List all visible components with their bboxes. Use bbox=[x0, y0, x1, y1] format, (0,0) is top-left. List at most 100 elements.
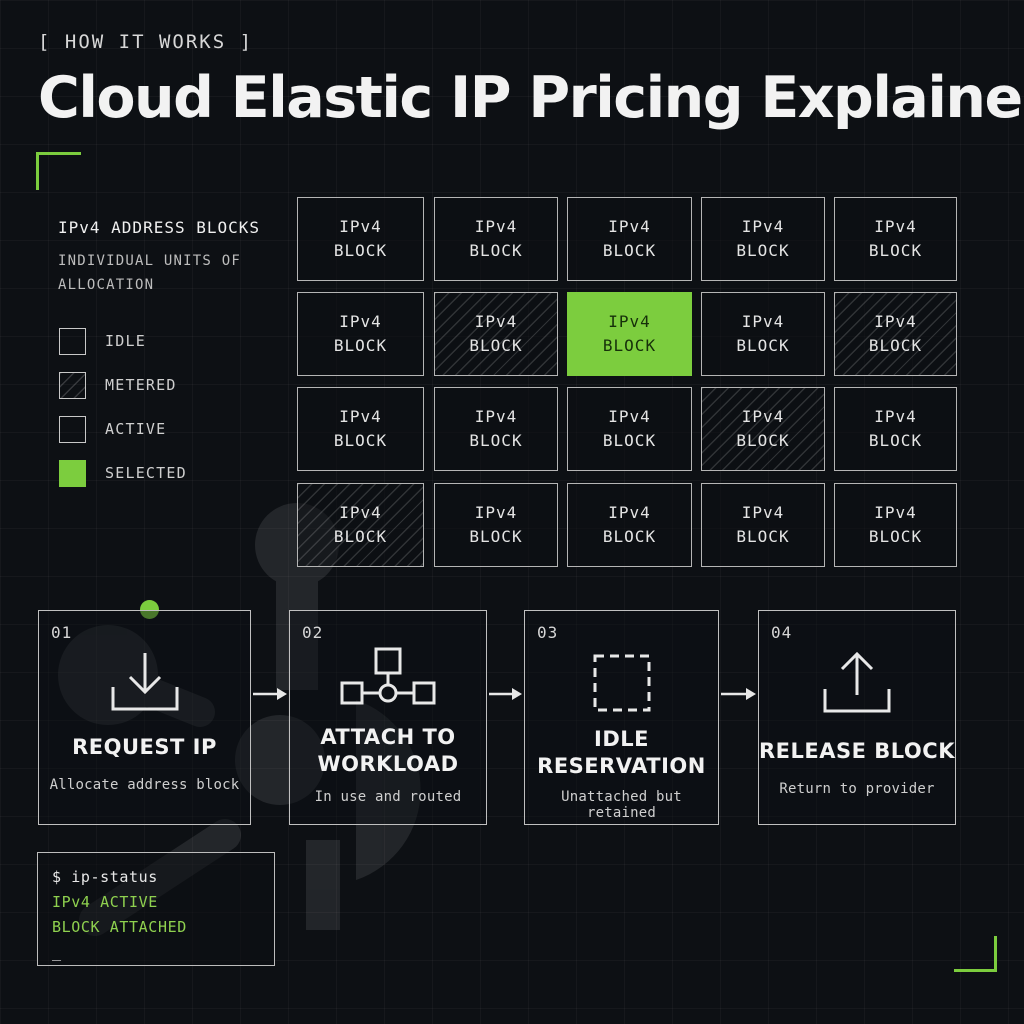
ip-block-label-bottom: BLOCK bbox=[736, 527, 790, 546]
ip-block-label-bottom: BLOCK bbox=[736, 431, 790, 450]
ip-block-label-top: IPv4 bbox=[608, 407, 651, 426]
ip-block-label-top: IPv4 bbox=[474, 217, 518, 236]
ip-block-label-bottom: BLOCK bbox=[333, 431, 388, 450]
legend-label: ACTIVE bbox=[105, 420, 167, 438]
ip-block-label-top: IPv4 bbox=[608, 217, 651, 236]
section-eyebrow: [ HOW IT WORKS ] bbox=[38, 31, 254, 53]
dashed-square-icon bbox=[525, 653, 718, 713]
legend-subtitle: INDIVIDUAL UNITS OF ALLOCATION bbox=[58, 253, 241, 293]
legend-item: SELECTED bbox=[59, 458, 187, 488]
ip-block-label-top: IPv4 bbox=[741, 503, 785, 522]
ip-block-label-top: IPv4 bbox=[874, 503, 917, 522]
ip-block-label-top: IPv4 bbox=[741, 312, 785, 331]
ip-block-label-bottom: BLOCK bbox=[469, 336, 523, 355]
status-dot bbox=[140, 600, 159, 619]
legend-label: IDLE bbox=[105, 332, 146, 350]
ip-block-label-top: IPv4 bbox=[741, 407, 785, 426]
ip-block-label-bottom: BLOCK bbox=[333, 336, 388, 355]
ip-block-label-bottom: BLOCK bbox=[736, 336, 790, 355]
ip-block-label-bottom: BLOCK bbox=[736, 241, 790, 260]
ip-block-label-top: IPv4 bbox=[608, 312, 651, 331]
legend-swatch bbox=[59, 371, 86, 399]
step-title: REQUEST IP bbox=[72, 735, 217, 759]
ip-block-label-bottom: BLOCK bbox=[868, 527, 923, 546]
step-description: Unattached but retained bbox=[561, 789, 682, 821]
legend-label: METERED bbox=[105, 376, 177, 394]
terminal-panel: $ ip-status IPv4 ACTIVE BLOCK ATTACHED _ bbox=[37, 852, 275, 966]
ip-block-label-bottom: BLOCK bbox=[602, 431, 657, 450]
ip-block-label-top: IPv4 bbox=[874, 312, 917, 331]
ip-block-label-bottom: BLOCK bbox=[333, 241, 388, 260]
ip-block-label-top: IPv4 bbox=[874, 217, 917, 236]
step-description: Return to provider bbox=[779, 781, 935, 797]
flow-arrow-icon bbox=[253, 686, 287, 706]
ip-block-label-bottom: BLOCK bbox=[469, 431, 523, 450]
ip-block-label-top: IPv4 bbox=[474, 407, 518, 426]
terminal-cursor: _ bbox=[52, 943, 62, 961]
flow-arrow-icon bbox=[489, 686, 522, 706]
terminal-command: $ ip-status bbox=[52, 868, 158, 886]
legend-swatch bbox=[59, 415, 86, 443]
ip-block-label-top: IPv4 bbox=[339, 407, 382, 426]
legend-item: ACTIVE bbox=[59, 414, 166, 444]
ip-block-label-bottom: BLOCK bbox=[333, 527, 388, 546]
download-tray-icon bbox=[39, 649, 250, 713]
step-title: RELEASE BLOCK bbox=[759, 739, 955, 763]
ip-block-label-bottom: BLOCK bbox=[602, 336, 657, 355]
step-title: ATTACH TO WORKLOAD bbox=[317, 725, 459, 776]
legend-swatch bbox=[59, 327, 86, 355]
page-title: Cloud Elastic IP Pricing Explained bbox=[38, 65, 1024, 131]
corner-bracket-bottom-right bbox=[954, 936, 997, 972]
ip-block-label-bottom: BLOCK bbox=[868, 241, 923, 260]
step-description: Allocate address block bbox=[49, 777, 240, 793]
ip-block-label-top: IPv4 bbox=[474, 312, 518, 331]
ip-block-label-bottom: BLOCK bbox=[602, 527, 657, 546]
ip-block-label-top: IPv4 bbox=[339, 312, 382, 331]
ip-block-label-bottom: BLOCK bbox=[868, 336, 923, 355]
step-number: 02 bbox=[302, 623, 324, 642]
upload-tray-icon bbox=[759, 651, 955, 715]
corner-bracket-top-left bbox=[36, 152, 81, 190]
ip-block-label-top: IPv4 bbox=[874, 407, 917, 426]
terminal-line-active: IPv4 ACTIVE bbox=[52, 893, 158, 911]
legend-label: SELECTED bbox=[105, 464, 187, 482]
ip-block-label-top: IPv4 bbox=[339, 217, 382, 236]
ip-block-label-bottom: BLOCK bbox=[602, 241, 657, 260]
network-nodes-icon bbox=[290, 647, 486, 709]
legend-item: IDLE bbox=[59, 326, 146, 356]
legend-title: IPv4 ADDRESS BLOCKS bbox=[58, 218, 261, 237]
ip-block-label-top: IPv4 bbox=[474, 503, 518, 522]
step-description: In use and routed bbox=[314, 789, 462, 805]
step-title: IDLE RESERVATION bbox=[537, 727, 706, 778]
ip-block-label-top: IPv4 bbox=[741, 217, 785, 236]
ip-block-label-bottom: BLOCK bbox=[469, 527, 523, 546]
step-number: 04 bbox=[771, 623, 793, 642]
step-number: 01 bbox=[51, 623, 73, 642]
legend-item: METERED bbox=[59, 370, 177, 400]
ip-block-label-bottom: BLOCK bbox=[868, 431, 923, 450]
legend-swatch bbox=[59, 459, 86, 487]
